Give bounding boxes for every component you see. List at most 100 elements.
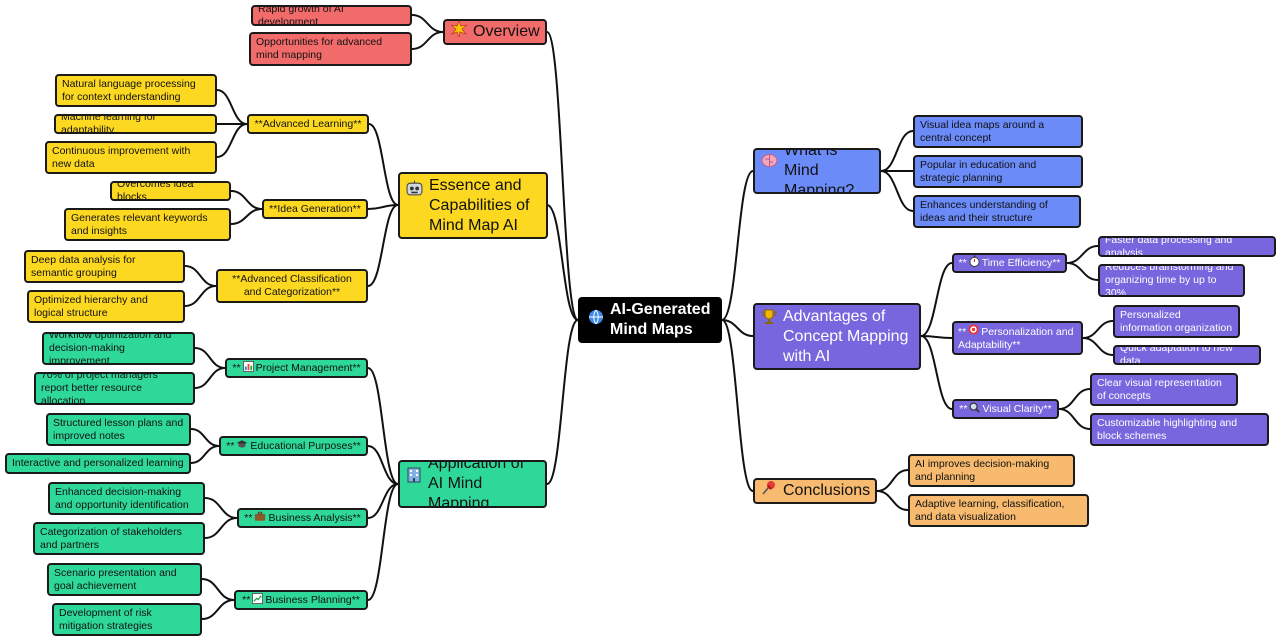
time-efficiency-item[interactable]: Reduces brainstorming and organizing tim… bbox=[1098, 264, 1245, 297]
project-management-item[interactable]: Workflow optimization and decision-makin… bbox=[42, 332, 195, 365]
connector-line bbox=[216, 89, 248, 125]
visual-clarity-item[interactable]: Customizable highlighting and block sche… bbox=[1090, 413, 1269, 446]
connector-line bbox=[190, 445, 220, 464]
essence-node[interactable]: Essence and Capabilities of Mind Map AI bbox=[398, 172, 548, 239]
project-management-item[interactable]: 70% of project managers report better re… bbox=[34, 372, 195, 405]
brain-icon bbox=[761, 153, 778, 174]
conclusions-item[interactable]: AI improves decision-making and planning bbox=[908, 454, 1075, 487]
connector-line bbox=[411, 31, 444, 50]
connector-line bbox=[204, 517, 238, 539]
connector-line bbox=[184, 265, 217, 287]
connector-line bbox=[920, 262, 953, 337]
advanced-learning-item[interactable]: Natural language processing for context … bbox=[55, 74, 217, 107]
connector-line bbox=[194, 347, 226, 369]
connector-line bbox=[546, 319, 579, 485]
overview-item[interactable]: Opportunities for advanced mind mapping bbox=[249, 32, 412, 66]
application-node[interactable]: Application of AI Mind Mapping bbox=[398, 460, 547, 508]
business-planning-node[interactable]: ** Business Planning** bbox=[234, 590, 368, 610]
visual-clarity-item[interactable]: Clear visual representation of concepts bbox=[1090, 373, 1238, 406]
overview-label: Overview bbox=[473, 23, 540, 40]
personalization-item[interactable]: Personalized information organization bbox=[1113, 305, 1240, 338]
essence-label: Essence and Capabilities of Mind Map AI bbox=[429, 176, 530, 234]
connector-line bbox=[1082, 320, 1114, 339]
connector-line bbox=[1066, 262, 1099, 281]
connector-line bbox=[546, 204, 579, 321]
business-analysis-item[interactable]: Enhanced decision-making and opportunity… bbox=[48, 482, 205, 515]
idea-generation-node[interactable]: **Idea Generation** bbox=[262, 199, 368, 219]
connector-line bbox=[184, 285, 217, 307]
connector-line bbox=[880, 130, 914, 172]
what-is-item[interactable]: Enhances understanding of ideas and thei… bbox=[913, 195, 1081, 228]
educational-purposes-node[interactable]: ** Educational Purposes** bbox=[219, 436, 368, 456]
advantages-node[interactable]: Advantages of Concept Mapping with AI bbox=[753, 303, 921, 370]
target-icon bbox=[968, 324, 979, 338]
project-management-node[interactable]: ** Project Management** bbox=[225, 358, 368, 378]
conclusions-node[interactable]: Conclusions bbox=[753, 478, 877, 504]
connector-line bbox=[201, 599, 235, 620]
connector-line bbox=[216, 123, 248, 158]
connector-line bbox=[190, 428, 220, 447]
connector-line bbox=[1058, 408, 1091, 430]
what-is-label: What is Mind Mapping? bbox=[784, 148, 855, 194]
business-analysis-node[interactable]: ** Business Analysis** bbox=[237, 508, 368, 528]
connector-line bbox=[920, 335, 953, 410]
classification-node[interactable]: **Advanced Classification and Categoriza… bbox=[216, 269, 368, 303]
classification-item[interactable]: Optimized hierarchy and logical structur… bbox=[27, 290, 185, 323]
connector-line bbox=[367, 445, 399, 485]
connector-line bbox=[721, 319, 754, 337]
idea-generation-item[interactable]: Generates relevant keywords and insights bbox=[64, 208, 231, 241]
briefcase-icon bbox=[254, 511, 266, 526]
time-efficiency-item[interactable]: Faster data processing and analysis bbox=[1098, 236, 1276, 257]
bar-chart-icon bbox=[242, 360, 254, 376]
connector-line bbox=[721, 319, 754, 492]
connector-line bbox=[920, 335, 953, 339]
application-label: Application of AI Mind Mapping bbox=[428, 460, 525, 508]
idea-generation-item[interactable]: Overcomes idea blocks bbox=[110, 181, 231, 201]
connector-line bbox=[367, 204, 399, 287]
business-analysis-item[interactable]: Categorization of stakeholders and partn… bbox=[33, 522, 205, 555]
connector-line bbox=[1066, 245, 1099, 264]
conclusions-label: Conclusions bbox=[783, 482, 871, 499]
personalization-item[interactable]: Quick adaptation to new data bbox=[1113, 345, 1261, 365]
connector-line bbox=[230, 190, 263, 210]
root-label: AI-Generated Mind Maps bbox=[610, 301, 711, 338]
root-node[interactable]: AI-Generated Mind Maps bbox=[578, 297, 722, 343]
connector-line bbox=[876, 490, 909, 511]
business-planning-item[interactable]: Scenario presentation and goal achieveme… bbox=[47, 563, 202, 596]
connector-line bbox=[411, 14, 444, 33]
connector-line bbox=[721, 170, 754, 321]
business-planning-item[interactable]: Development of risk mitigation strategie… bbox=[52, 603, 202, 636]
connector-line bbox=[230, 208, 263, 225]
advanced-learning-item[interactable]: Continuous improvement with new data bbox=[45, 141, 217, 174]
educational-purposes-item[interactable]: Interactive and personalized learning bbox=[5, 453, 191, 474]
what-is-item[interactable]: Visual idea maps around a central concep… bbox=[913, 115, 1083, 148]
connector-line bbox=[1058, 388, 1091, 410]
visual-clarity-node[interactable]: ** Visual Clarity** bbox=[952, 399, 1059, 419]
conclusions-item[interactable]: Adaptive learning, classification, and d… bbox=[908, 494, 1089, 527]
what-is-node[interactable]: What is Mind Mapping? bbox=[753, 148, 881, 194]
time-efficiency-node[interactable]: ** Time Efficiency** bbox=[952, 253, 1067, 273]
globe-icon bbox=[588, 309, 604, 331]
advantages-label: Advantages of Concept Mapping with AI bbox=[783, 307, 909, 365]
connector-line bbox=[204, 497, 238, 519]
stopwatch-icon bbox=[969, 255, 980, 271]
advanced-learning-item[interactable]: Machine learning for adaptability bbox=[54, 114, 217, 134]
connector-line bbox=[546, 31, 579, 321]
overview-node[interactable]: Overview bbox=[443, 19, 547, 45]
what-is-item[interactable]: Popular in education and strategic plann… bbox=[913, 155, 1083, 188]
connector-line bbox=[367, 204, 399, 210]
connector-line bbox=[1082, 337, 1114, 356]
connector-line bbox=[201, 578, 235, 601]
advanced-learning-node[interactable]: **Advanced Learning** bbox=[247, 114, 369, 134]
trophy-icon bbox=[761, 309, 777, 331]
connector-line bbox=[368, 123, 399, 206]
pushpin-icon bbox=[761, 480, 777, 502]
connector-line bbox=[367, 483, 399, 601]
overview-item[interactable]: Rapid growth of AI development bbox=[251, 5, 412, 26]
educational-purposes-item[interactable]: Structured lesson plans and improved not… bbox=[46, 413, 191, 446]
connector-line bbox=[876, 469, 909, 492]
personalization-node[interactable]: **Personalization and Adaptability** bbox=[952, 321, 1083, 355]
classification-item[interactable]: Deep data analysis for semantic grouping bbox=[24, 250, 185, 283]
building-icon bbox=[406, 467, 422, 489]
